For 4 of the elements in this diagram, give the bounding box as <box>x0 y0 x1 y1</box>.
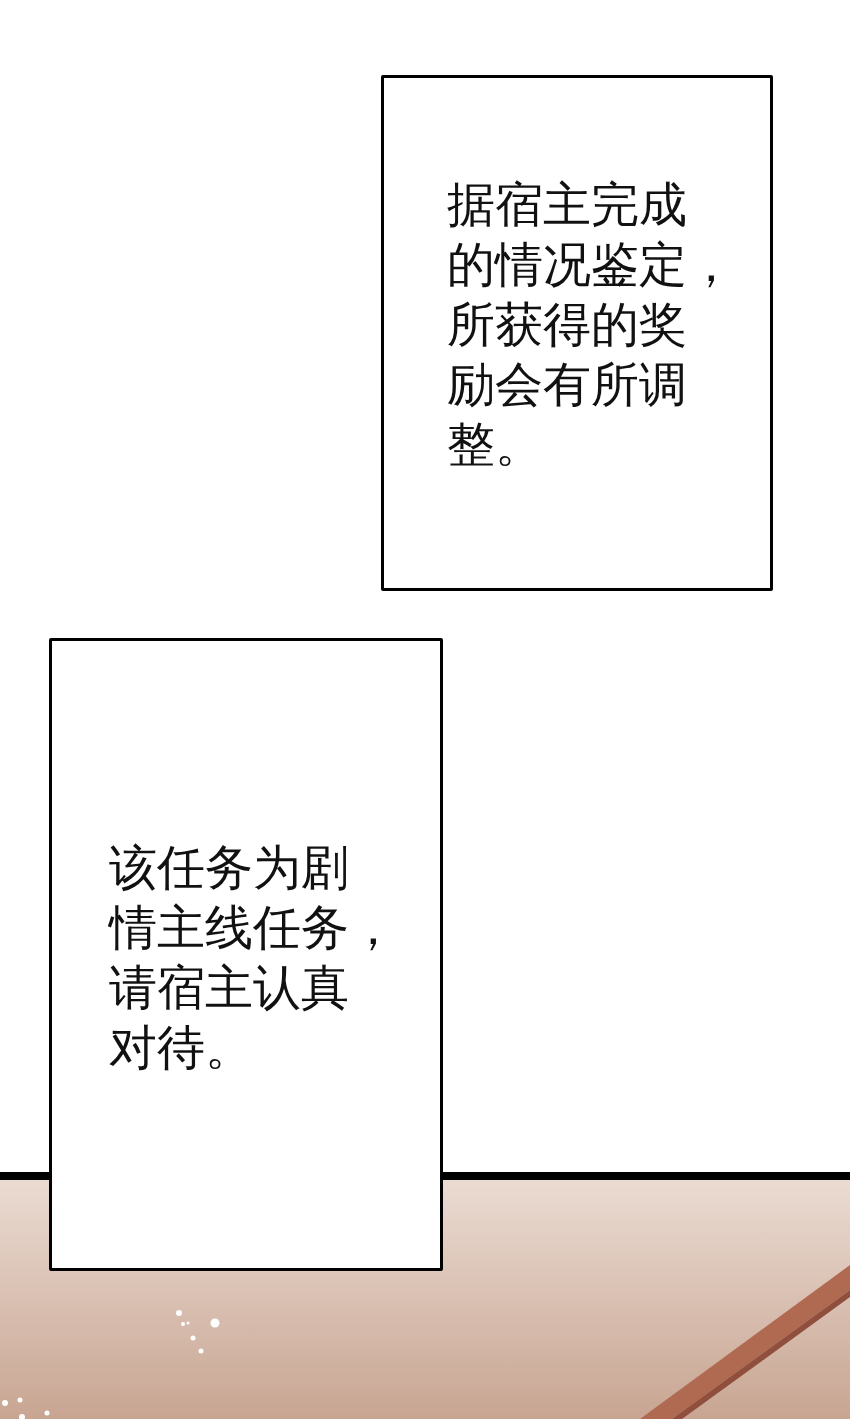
caption-box <box>49 638 443 1271</box>
caption-text: 据宿主完成的情况鉴定，所获得的奖励会有所调整。 <box>447 175 735 474</box>
caption-box <box>381 75 773 591</box>
caption-text: 该任务为剧情主线任务，请宿主认真对待。 <box>109 838 397 1077</box>
